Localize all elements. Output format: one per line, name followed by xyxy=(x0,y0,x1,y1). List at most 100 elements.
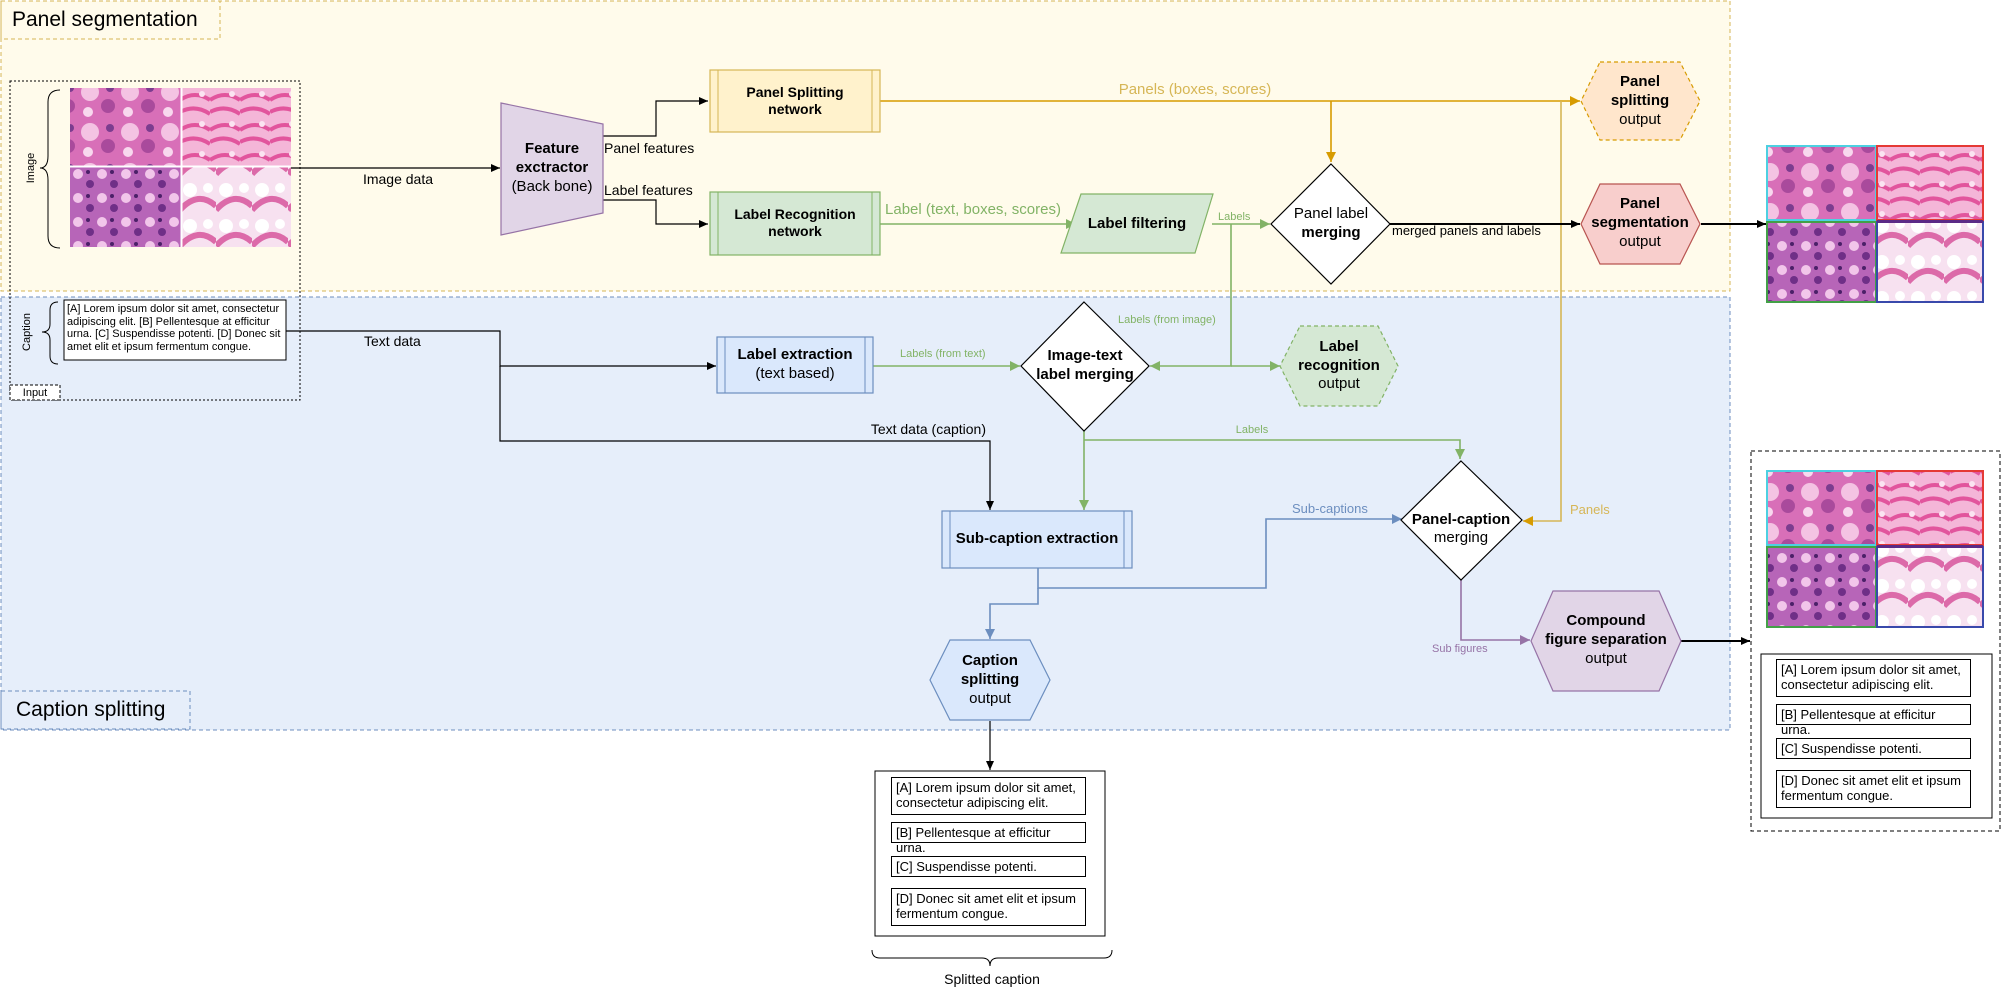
panel-segmentation-output-line2: segmentation xyxy=(1591,214,1689,231)
panel-label-merging-node: Panel label merging xyxy=(1270,163,1391,285)
caption-splitting-output-line1: Caption xyxy=(962,652,1018,669)
panel-caption-merging-node: Panel-caption merging xyxy=(1400,460,1523,581)
caption-text: [A] Lorem ipsum dolor sit amet, consecte… xyxy=(67,303,281,353)
image-text-merging-node: Image-text label merging xyxy=(1020,301,1150,432)
splitted-caption-item-c: [C] Suspendisse potenti. xyxy=(891,856,1086,877)
edge-sub-captions-label: Sub-captions xyxy=(1292,501,1368,516)
label-filtering-text: Label filtering xyxy=(1088,215,1186,232)
edge-text-data-caption-label: Text data (caption) xyxy=(871,421,986,437)
panel-splitting-network-line1: Panel Splitting xyxy=(746,84,843,100)
panel-segmentation-output: Panel segmentation output xyxy=(1580,183,1701,265)
panel-caption-merging-line2: merging xyxy=(1434,529,1488,546)
panel-splitting-output: Panel splitting output xyxy=(1580,61,1701,141)
edge-labels-label: Labels xyxy=(1218,211,1251,223)
input-label: Input xyxy=(23,387,47,399)
input-panel-b xyxy=(182,88,291,166)
feature-extractor-sub: (Back bone) xyxy=(512,178,593,195)
panel-splitting-output-line3: output xyxy=(1619,111,1662,128)
edge-text-data-label: Text data xyxy=(364,333,421,349)
edge-label-features-label: Label features xyxy=(604,182,693,198)
panel-caption-merging-line1: Panel-caption xyxy=(1412,511,1510,528)
caption-splitting-title: Caption splitting xyxy=(16,698,165,721)
input-panel-d xyxy=(182,167,291,247)
compound-figure-output-line3: output xyxy=(1585,650,1628,667)
input-panel-a xyxy=(70,88,181,166)
label-recognition-network-node: Label Recognition network xyxy=(709,191,881,256)
compound-figure-output: Compound figure separation output xyxy=(1530,590,1682,692)
label-filtering-node: Label filtering xyxy=(1060,193,1214,254)
image-text-merging-line2: label merging xyxy=(1036,366,1134,383)
input-label-box xyxy=(9,384,61,401)
image-label: Image xyxy=(25,153,37,184)
compound-caption-item-c: [C] Suspendisse potenti. xyxy=(1776,738,1971,759)
panel-segmentation-title: Panel segmentation xyxy=(12,8,198,31)
compound-caption-item-a: [A] Lorem ipsum dolor sit amet, consecte… xyxy=(1776,659,1971,697)
splitted-caption-label: Splitted caption xyxy=(944,971,1040,987)
edge-panels-label: Panels xyxy=(1570,502,1610,517)
caption-label: Caption xyxy=(21,313,33,351)
label-recognition-output-line2: recognition xyxy=(1298,357,1380,374)
edge-sub-figures xyxy=(1460,580,1530,645)
feature-extractor-title2: exctractor xyxy=(516,159,589,176)
edge-image-data-label: Image data xyxy=(363,171,433,187)
caption-splitting-output-line2: splitting xyxy=(961,671,1019,688)
panel-label-merging-line2: merging xyxy=(1301,224,1360,241)
image-brace xyxy=(39,89,61,249)
input-panel-c xyxy=(70,167,181,247)
feature-extractor-node: Feature exctractor (Back bone) xyxy=(500,102,604,236)
label-recognition-network-line2: network xyxy=(768,223,822,239)
edge-merged-label: merged panels and labels xyxy=(1392,223,1541,238)
edge-labels-from-image-label: Labels (from image) xyxy=(1118,314,1216,326)
edge-sub-captions xyxy=(1037,514,1402,589)
panel-label-merging-line1: Panel label xyxy=(1294,205,1368,222)
edge-merging-to-panel-caption xyxy=(1084,439,1465,459)
label-recognition-network-line1: Label Recognition xyxy=(734,206,855,222)
input-frame xyxy=(9,80,301,401)
edge-labels2-label: Labels xyxy=(1236,424,1269,436)
panel-splitting-output-line2: splitting xyxy=(1611,92,1669,109)
compound-caption-item-d: [D] Donec sit amet elit et ipsum ferment… xyxy=(1776,770,1971,808)
edge-text-data xyxy=(286,330,716,370)
label-recognition-output-line3: output xyxy=(1318,375,1361,392)
input-image xyxy=(70,88,291,247)
splitted-caption-brace xyxy=(871,949,1113,967)
edge-to-caption-split-output xyxy=(985,588,1039,639)
caption-brace xyxy=(41,301,59,365)
image-text-merging-line1: Image-text xyxy=(1047,347,1122,364)
caption-box xyxy=(63,299,287,361)
edge-panels-boxes-scores-label: Panels (boxes, scores) xyxy=(1119,81,1272,98)
edge-text-data-caption xyxy=(499,366,994,510)
label-extraction-node: Label extraction (text based) xyxy=(716,336,874,394)
label-extraction-line1: Label extraction xyxy=(737,346,852,363)
edge-labels-from-text-label: Labels (from text) xyxy=(900,348,986,360)
edge-sub-figures-label: Sub figures xyxy=(1432,643,1488,655)
label-recognition-output: Label recognition output xyxy=(1279,325,1399,407)
splitted-caption-item-b: [B] Pellentesque at efficitur urna. xyxy=(891,822,1086,855)
edge-panels-to-caption-merging xyxy=(1523,101,1562,526)
edge-panel-features xyxy=(603,97,708,137)
caption-splitting-output-line3: output xyxy=(969,690,1012,707)
panel-segmentation-title-box xyxy=(0,0,221,40)
panel-splitting-output-line1: Panel xyxy=(1620,73,1660,90)
segmentation-result-image xyxy=(1766,145,1984,303)
sub-caption-extraction-text: Sub-caption extraction xyxy=(956,530,1119,547)
edge-label-features xyxy=(603,199,708,228)
label-recognition-output-line1: Label xyxy=(1319,338,1358,355)
compound-figure-output-line2: figure separation xyxy=(1545,631,1667,648)
compound-figure-output-line1: Compound xyxy=(1566,612,1645,629)
panel-splitting-network-line2: network xyxy=(768,101,822,117)
edge-panel-features-label: Panel features xyxy=(604,140,694,156)
edge-label-text-label: Label (text, boxes, scores) xyxy=(885,201,1061,218)
feature-extractor-title: Feature xyxy=(525,140,579,157)
caption-splitting-output: Caption splitting output xyxy=(929,639,1051,721)
panel-segmentation-output-line1: Panel xyxy=(1620,195,1660,212)
compound-result-image xyxy=(1766,470,1984,628)
label-extraction-line2: (text based) xyxy=(755,365,834,382)
sub-caption-extraction-node: Sub-caption extraction xyxy=(941,510,1133,569)
panel-splitting-network-node: Panel Splitting network xyxy=(709,69,881,133)
panel-segmentation-output-line3: output xyxy=(1619,233,1662,250)
compound-caption-item-b: [B] Pellentesque at efficitur urna. xyxy=(1776,704,1971,737)
caption-splitting-title-box xyxy=(0,690,191,730)
splitted-caption-item-a: [A] Lorem ipsum dolor sit amet, consecte… xyxy=(891,777,1086,815)
